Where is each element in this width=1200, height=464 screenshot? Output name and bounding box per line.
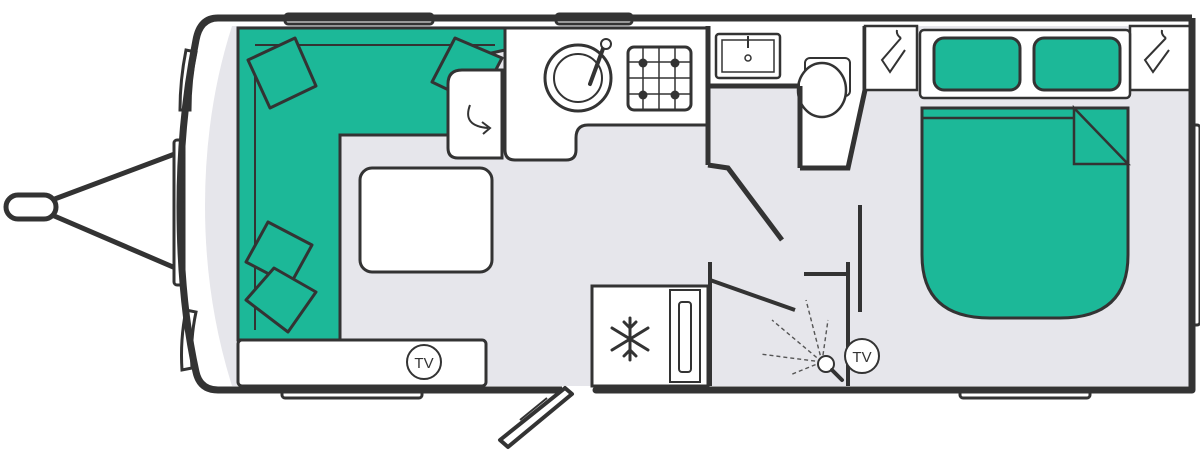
interior-partitions — [708, 205, 862, 386]
corner-unit — [446, 68, 504, 160]
sink-icon — [543, 38, 613, 113]
washroom-door — [707, 162, 784, 242]
wardrobe-hanger-icon — [880, 29, 1170, 74]
front-chest — [236, 338, 488, 388]
wardrobe-right — [1128, 24, 1192, 92]
washroom-partition — [705, 26, 868, 171]
tv-label-bedroom: TV — [852, 349, 871, 366]
pillows — [932, 36, 1122, 92]
snowflake-icon — [610, 316, 650, 362]
entrance-door — [498, 386, 574, 449]
tv-icon — [844, 338, 880, 374]
tv-icon — [406, 344, 442, 380]
hob-icon — [626, 45, 693, 112]
wardrobe-left — [863, 24, 919, 92]
washbasin — [714, 32, 782, 80]
dining-table — [358, 166, 494, 274]
tv-label-front: TV — [414, 355, 433, 372]
light-icon — [759, 299, 844, 382]
tow-hitch — [3, 149, 183, 273]
